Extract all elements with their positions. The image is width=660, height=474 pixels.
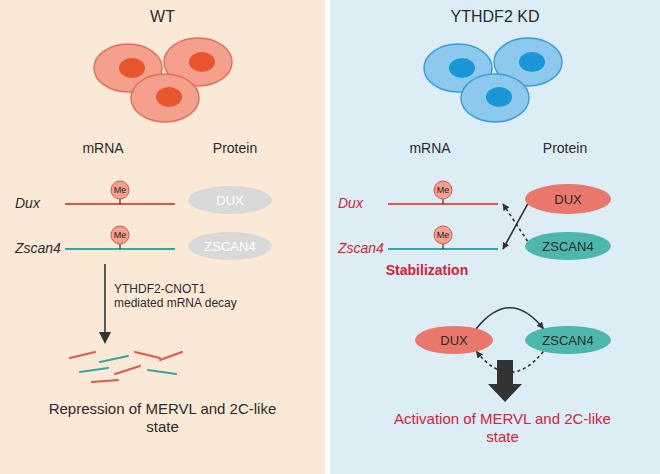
panel-title: WT [0, 8, 325, 26]
protein-shape [525, 184, 611, 214]
text-label: Protein [525, 140, 605, 157]
protein-name: ZSCAN4 [204, 239, 255, 254]
methyl-text-box: Me [433, 180, 453, 200]
protein-name: DUX [440, 333, 467, 348]
protein-text-box: DUX [525, 184, 611, 214]
protein-shape [188, 232, 272, 260]
methyl-dot [111, 226, 129, 244]
protein-text-box: ZSCAN4 [525, 326, 611, 354]
protein-text-box: ZSCAN4 [188, 232, 272, 260]
methyl-dot [111, 181, 129, 199]
text-label: YTHDF2-CNOT1 mediated mRNA decay [114, 282, 254, 311]
methyl-dot [434, 181, 452, 199]
methyl-label: Me [437, 185, 450, 195]
methyl-stem [119, 244, 120, 249]
mrna-transcript: Zscan4 Me [15, 225, 180, 255]
protein-name: DUX [554, 192, 581, 207]
text-label: Activation of MERVL and 2C-like state [385, 410, 620, 446]
methyl-mark: Me [433, 225, 453, 245]
protein-ellipse: ZSCAN4 [525, 232, 611, 260]
methyl-stem [442, 244, 443, 249]
methyl-stem [119, 199, 120, 204]
protein-name: ZSCAN4 [542, 333, 593, 348]
gene-name: Zscan4 [15, 240, 61, 256]
methyl-label: Me [114, 185, 127, 195]
protein-shape [188, 186, 272, 214]
mrna-transcript: Dux Me [15, 180, 180, 210]
protein-ellipse: DUX [415, 326, 493, 354]
protein-ellipse: ZSCAN4 [188, 232, 272, 260]
protein-name: ZSCAN4 [542, 239, 593, 254]
text-label: mRNA [68, 140, 138, 157]
methyl-label: Me [114, 230, 127, 240]
panel-band: YTHDF2 KDDuxMeZscan4MeDUXZSCAN4DUXZSCAN4 [330, 0, 660, 474]
methyl-dot [434, 226, 452, 244]
text-label: Repression of MERVL and 2C-like state [45, 400, 280, 436]
protein-ellipse: DUX [525, 184, 611, 214]
methyl-label: Me [437, 230, 450, 240]
methyl-mark: Me [110, 225, 130, 245]
methyl-stem [442, 199, 443, 204]
protein-text-box: DUX [415, 326, 493, 354]
protein-ellipse: DUX [188, 186, 272, 214]
methyl-mark: Me [433, 180, 453, 200]
gene-name: Dux [15, 195, 40, 211]
protein-shape [415, 326, 493, 354]
protein-shape [525, 326, 611, 354]
methyl-mark: Me [110, 180, 130, 200]
protein-text-box: DUX [188, 186, 272, 214]
methyl-text-box: Me [433, 225, 453, 245]
gene-name: Zscan4 [338, 240, 384, 256]
text-label: Stabilization [372, 262, 482, 279]
text-label: mRNA [395, 140, 465, 157]
mrna-transcript: Dux Me [338, 180, 503, 210]
protein-name: DUX [216, 193, 243, 208]
protein-ellipse: ZSCAN4 [525, 326, 611, 354]
mrna-transcript: Zscan4 Me [338, 225, 503, 255]
protein-shape [525, 232, 611, 260]
methyl-text-box: Me [110, 225, 130, 245]
panel-title: YTHDF2 KD [330, 8, 660, 26]
gene-name: Dux [338, 195, 363, 211]
protein-text-box: ZSCAN4 [525, 232, 611, 260]
methyl-text-box: Me [110, 180, 130, 200]
text-label: Protein [195, 140, 275, 157]
